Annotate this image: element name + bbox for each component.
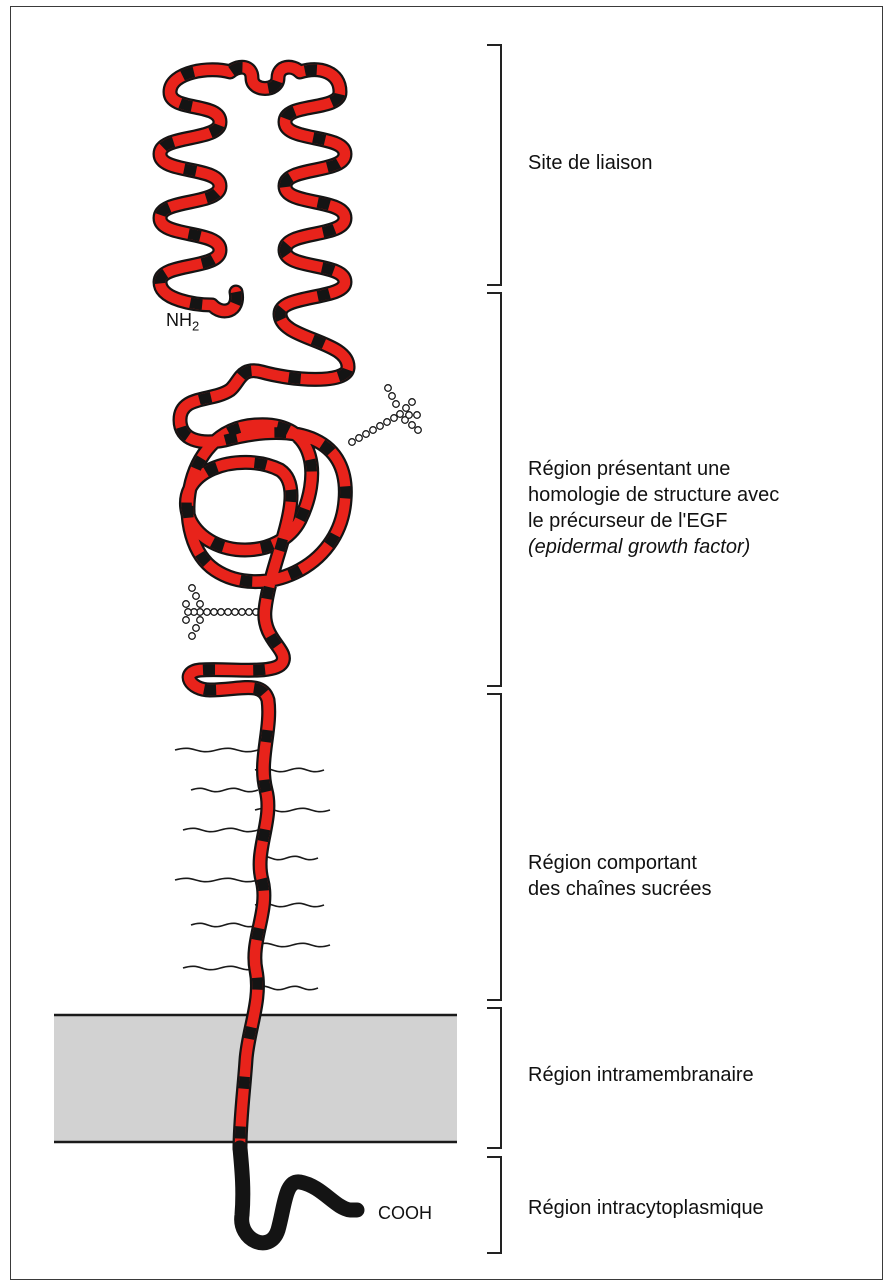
glycan-residue (211, 609, 218, 616)
glycan-residue (193, 625, 200, 632)
sugar-chain (175, 878, 258, 881)
glycan-residue (218, 609, 225, 616)
bracket-membrane-region (487, 1008, 501, 1148)
n-terminus-label: NH2 (166, 310, 199, 334)
intracellular-tail (240, 1148, 357, 1243)
label-intracytoplasmic-region: Région intracytoplasmique (528, 1195, 764, 1221)
glycan-tree-lower (183, 585, 260, 640)
glycan-residue (246, 609, 253, 616)
glycan-residue (183, 601, 190, 608)
glycan-residue (193, 593, 200, 600)
label-sugar-chain-region: Région comportant des chaînes sucrées (528, 850, 711, 902)
sugar-chain (175, 748, 258, 751)
glycan-tree-upper (349, 385, 422, 446)
glycan-residue (397, 411, 404, 418)
sugar-chain (183, 828, 258, 831)
glycan-residue (363, 431, 370, 438)
label-egf-homology-region: Région présentant une homologie de struc… (528, 456, 779, 560)
bracket-egf-region (487, 293, 501, 686)
c-terminus-label: COOH (378, 1203, 432, 1224)
glycan-residue (356, 435, 363, 442)
glycan-residue (406, 412, 413, 419)
glycan-residue (377, 423, 384, 430)
glycan-residue (370, 427, 377, 434)
label-binding-site: Site de liaison (528, 150, 653, 176)
sugar-chain (191, 923, 258, 926)
glycan-residue (232, 609, 239, 616)
glycan-residue (409, 422, 416, 429)
glycan-residue (409, 399, 416, 406)
sugar-chain (191, 788, 258, 791)
bracket-cytoplasm-region (487, 1157, 501, 1253)
glycan-residue (403, 405, 410, 412)
glycan-residue (189, 585, 196, 592)
glycan-residue (385, 385, 392, 392)
glycan-residue (415, 427, 422, 434)
bracket-binding-site (487, 45, 501, 285)
glycan-residue (239, 609, 246, 616)
glycan-residue (204, 609, 211, 616)
glycan-residue (384, 419, 391, 426)
glycan-residue (189, 633, 196, 640)
glycan-residue (197, 601, 204, 608)
glycan-residue (393, 401, 400, 408)
glycan-residue (389, 393, 396, 400)
bracket-sugar-region (487, 694, 501, 1000)
glycan-residue (183, 617, 190, 624)
glycan-residue (225, 609, 232, 616)
sugar-chain (255, 943, 330, 946)
glycan-residue (349, 439, 356, 446)
label-intramembrane-region: Région intramembranaire (528, 1062, 754, 1088)
glycan-residue (185, 609, 192, 616)
sugar-chain (183, 966, 258, 969)
glycan-residue (391, 415, 398, 422)
glycan-residue (414, 412, 421, 419)
glycan-residue (197, 617, 204, 624)
region-brackets (487, 45, 501, 1253)
